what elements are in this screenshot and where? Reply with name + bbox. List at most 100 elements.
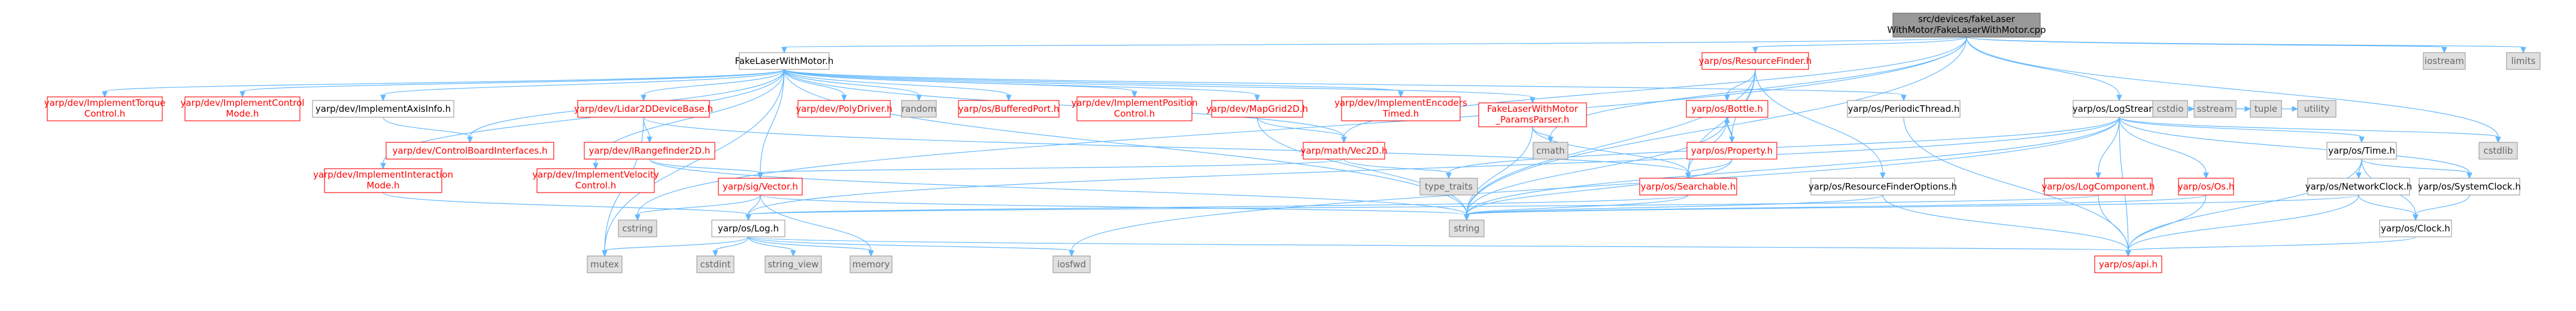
node-label: random — [902, 103, 936, 114]
edge-clock_h-to-api_h — [2125, 236, 2416, 257]
edge-arrowhead — [2292, 106, 2299, 112]
edge-arrowhead — [790, 250, 796, 257]
edge-network_clock-to-clock_h — [2358, 194, 2419, 221]
edge-resource_finder-to-rf_options — [1755, 69, 1886, 179]
node-log-stream[interactable]: yarp/os/LogStream.h — [2073, 100, 2166, 118]
node-label: yarp/dev/ControlBoardInterfaces.h — [392, 145, 547, 156]
node-periodic-thread[interactable]: yarp/os/PeriodicThread.h — [1847, 100, 1961, 118]
edge-line — [1466, 117, 1728, 215]
edge-log_stream-to-system_clock — [2119, 117, 2472, 179]
edge-line — [784, 36, 1967, 48]
node-box — [1533, 142, 1568, 160]
node-property[interactable]: yarp/os/Property.h — [1686, 142, 1777, 160]
node-searchable[interactable]: yarp/os/Searchable.h — [1639, 178, 1737, 196]
edge-line — [649, 158, 761, 173]
edge-arrowhead — [712, 250, 718, 257]
edge-line — [1966, 36, 2445, 48]
edge-log_h-to-cstdint — [712, 236, 749, 257]
node-label: yarp/dev/ImplementVelocity — [532, 169, 659, 180]
node-resource-finder[interactable]: yarp/os/ResourceFinder.h — [1699, 52, 1812, 70]
edge-flwm_h-to-impl_axis_info — [380, 69, 785, 102]
edge-time_h-to-network_clock — [2356, 158, 2362, 179]
edge-flwm_h-to-impl_position — [784, 69, 1137, 98]
node-label: utility — [2304, 103, 2330, 114]
edge-root-to-resource_finder — [1752, 36, 1967, 54]
node-label: cstdint — [700, 259, 730, 270]
node-label: yarp/os/NetworkClock.h — [2305, 181, 2413, 192]
node-system-clock[interactable]: yarp/os/SystemClock.h — [2418, 178, 2521, 196]
node-label: yarp/os/ResourceFinderOptions.h — [1809, 181, 1957, 192]
edge-log_stream-to-log_h — [745, 117, 2120, 221]
node-label: iosfwd — [1057, 259, 1086, 270]
node-network-clock[interactable]: yarp/os/NetworkClock.h — [2305, 178, 2413, 196]
edge-arrowhead — [102, 91, 108, 98]
edge-line — [1466, 69, 1756, 215]
node-string-view: string_view — [764, 255, 822, 273]
node-rangefinder[interactable]: yarp/dev/IRangefinder2D.h — [584, 142, 715, 160]
edge-arrowhead — [1398, 91, 1404, 98]
node-label: yarp/dev/MapGrid2D.h — [1206, 103, 1308, 114]
edge-root-to-math_vec2d — [1341, 36, 1967, 144]
node-label: yarp/os/Searchable.h — [1641, 181, 1736, 192]
node-box — [2250, 100, 2282, 118]
node-label: src/devices/fakeLaser — [1918, 14, 2016, 25]
edge-line — [1755, 69, 1883, 173]
node-time-h[interactable]: yarp/os/Time.h — [2326, 142, 2397, 160]
node-label: yarp/dev/ImplementControl — [181, 97, 305, 108]
edge-property-to-bottle — [1724, 116, 1732, 143]
node-cstring: cstring — [618, 219, 657, 237]
node-label: yarp/os/Property.h — [1691, 145, 1773, 156]
node-sig-vector[interactable]: yarp/sig/Vector.h — [718, 178, 803, 196]
node-label: yarp/os/Clock.h — [2381, 223, 2450, 234]
node-os-h[interactable]: yarp/os/Os.h — [2178, 178, 2235, 196]
node-bottle[interactable]: yarp/os/Bottle.h — [1686, 100, 1768, 118]
node-cstdio: cstdio — [2152, 100, 2188, 118]
edge-line — [2098, 117, 2120, 173]
node-box — [797, 100, 891, 118]
edge-line — [604, 236, 749, 251]
edge-line — [104, 69, 785, 92]
node-map-grid[interactable]: yarp/dev/MapGrid2D.h — [1206, 100, 1308, 118]
node-box — [901, 100, 937, 118]
edge-log_h-to-api_h — [748, 236, 2131, 257]
node-label: yarp/dev/ImplementInteraction — [313, 169, 453, 180]
node-box — [2326, 142, 2397, 160]
node-box — [1847, 100, 1961, 118]
node-log-h[interactable]: yarp/os/Log.h — [711, 219, 785, 237]
node-label: Control.h — [84, 108, 126, 119]
node-label: string_view — [767, 259, 818, 270]
node-math-vec2d[interactable]: yarp/math/Vec2D.h — [1301, 142, 1388, 160]
edge-flwm_h-to-poly_driver — [784, 69, 847, 102]
node-impl-axis-info[interactable]: yarp/dev/ImplementAxisInfo.h — [312, 100, 454, 118]
edge-log_component-to-log_h — [745, 194, 2099, 221]
node-buffered-port[interactable]: yarp/os/BufferedPort.h — [958, 100, 1060, 118]
node-lidar2d[interactable]: yarp/dev/Lidar2DDeviceBase.h — [574, 100, 713, 118]
node-clock-h[interactable]: yarp/os/Clock.h — [2379, 219, 2452, 237]
node-flwm-h[interactable]: FakeLaserWithMotor.h — [735, 52, 834, 70]
edge-arrowhead — [2116, 94, 2122, 102]
node-box — [1303, 142, 1385, 160]
edge-line — [2415, 194, 2470, 215]
edge-arrowhead — [1724, 94, 1730, 102]
node-api-h[interactable]: yarp/os/api.h — [2094, 255, 2162, 273]
node-log-component[interactable]: yarp/os/LogComponent.h — [2041, 178, 2155, 196]
edge-system_clock-to-clock_h — [2413, 194, 2470, 221]
node-label: yarp/os/LogComponent.h — [2041, 181, 2155, 192]
node-box — [1686, 100, 1768, 118]
node-label: FakeLaserWithMotor — [1487, 103, 1579, 114]
node-cbi[interactable]: yarp/dev/ControlBoardInterfaces.h — [386, 142, 554, 160]
node-box — [2506, 52, 2541, 70]
edge-flwm_h-to-impl_control_mode — [239, 69, 785, 98]
edge-log_stream-to-iosfwd — [1069, 117, 2120, 257]
node-poly-driver[interactable]: yarp/dev/PolyDriver.h — [796, 100, 893, 118]
node-rf-options[interactable]: yarp/os/ResourceFinderOptions.h — [1809, 178, 1957, 196]
node-params-parser[interactable]: FakeLaserWithMotor_ParamsParser.h — [1478, 102, 1587, 127]
node-label: yarp/dev/ImplementAxisInfo.h — [315, 103, 451, 114]
edge-line — [760, 69, 785, 173]
